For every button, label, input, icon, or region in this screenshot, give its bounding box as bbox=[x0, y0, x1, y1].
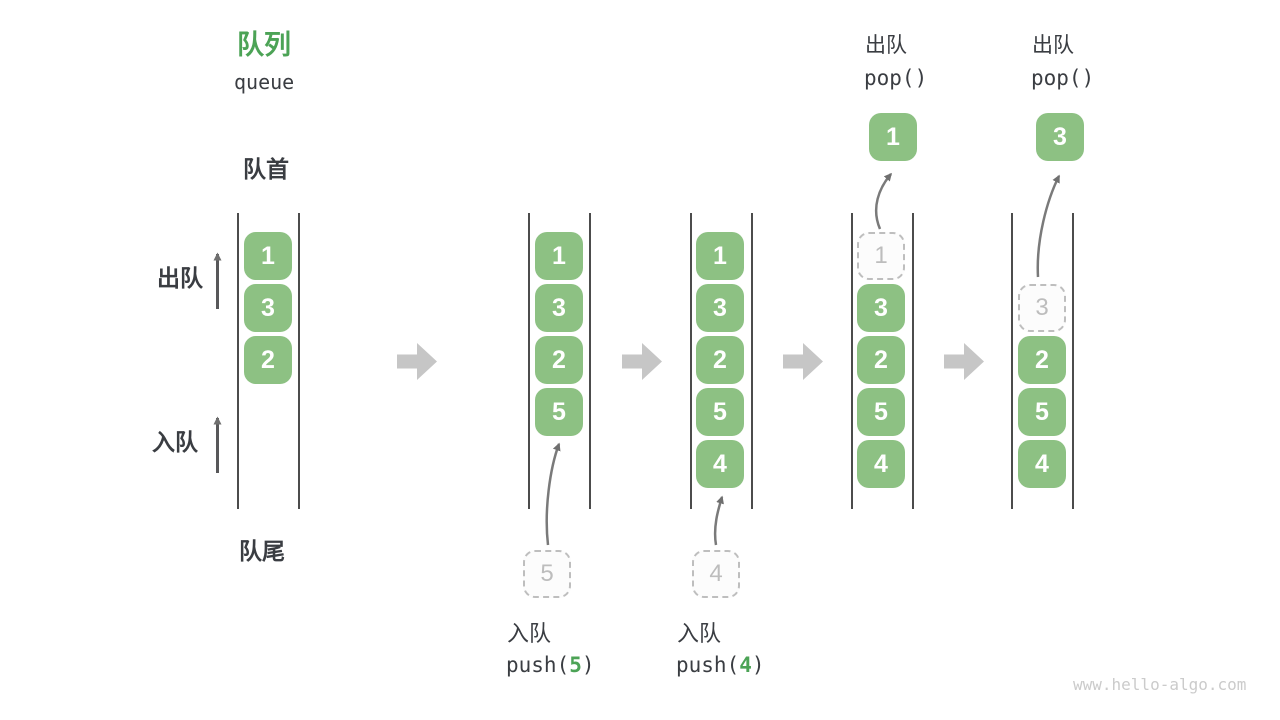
popped-cell: 3 bbox=[1036, 113, 1084, 161]
queue-rear-label: 队尾 bbox=[239, 538, 285, 564]
pop-op-label: 出队 bbox=[865, 34, 907, 57]
watermark: www.hello-algo.com bbox=[1073, 675, 1247, 694]
queue-rail bbox=[1072, 213, 1074, 509]
queue-cell: 2 bbox=[696, 336, 744, 384]
queue-cell: 3 bbox=[535, 284, 583, 332]
queue-rail bbox=[298, 213, 300, 509]
enqueue-arrow-icon bbox=[713, 495, 724, 546]
pop-arrow-icon bbox=[874, 172, 892, 230]
popped-cell: 1 bbox=[869, 113, 917, 161]
pop-op-code: pop() bbox=[1031, 66, 1095, 90]
step-arrow-icon bbox=[783, 343, 823, 380]
queue-front-label: 队首 bbox=[243, 156, 289, 182]
queue-cell: 4 bbox=[696, 440, 744, 488]
code-close: ) bbox=[751, 653, 765, 677]
queue-cell: 4 bbox=[1018, 440, 1066, 488]
queue-rail bbox=[1011, 213, 1013, 509]
queue-cell: 3 bbox=[244, 284, 292, 332]
incoming-ghost-cell: 5 bbox=[523, 550, 571, 598]
queue-rail bbox=[912, 213, 914, 509]
queue-cell: 4 bbox=[857, 440, 905, 488]
queue-cell: 1 bbox=[535, 232, 583, 280]
code-close: ) bbox=[581, 653, 595, 677]
push-op-label: 入队 bbox=[507, 621, 552, 646]
push-op-code: push(4) bbox=[676, 655, 765, 676]
page-subtitle: queue bbox=[234, 70, 295, 94]
code-fn: push( bbox=[676, 653, 740, 677]
queue-cell: 2 bbox=[1018, 336, 1066, 384]
code-arg: 4 bbox=[739, 653, 752, 677]
dequeue-side-label: 出队 bbox=[157, 265, 203, 291]
queue-rail bbox=[237, 213, 239, 509]
queue-cell: 2 bbox=[535, 336, 583, 384]
queue-cell: 5 bbox=[535, 388, 583, 436]
pop-arrow-icon bbox=[1036, 174, 1061, 278]
queue-cell: 5 bbox=[857, 388, 905, 436]
queue-cell: 3 bbox=[696, 284, 744, 332]
code-fn: push( bbox=[506, 653, 570, 677]
queue-rail bbox=[528, 213, 530, 509]
incoming-ghost-cell: 4 bbox=[692, 550, 740, 598]
ghost-cell: 3 bbox=[1018, 284, 1066, 332]
queue-cell: 1 bbox=[244, 232, 292, 280]
push-op-code: push(5) bbox=[506, 655, 595, 676]
queue-rail bbox=[690, 213, 692, 509]
step-arrow-icon bbox=[397, 343, 437, 380]
enqueue-side-label: 入队 bbox=[152, 429, 198, 455]
queue-cell: 2 bbox=[244, 336, 292, 384]
queue-rail bbox=[751, 213, 753, 509]
queue-cell: 5 bbox=[696, 388, 744, 436]
step-arrow-icon bbox=[944, 343, 984, 380]
pop-op-code: pop() bbox=[864, 66, 928, 90]
queue-rail bbox=[589, 213, 591, 509]
queue-cell: 3 bbox=[857, 284, 905, 332]
queue-rail bbox=[851, 213, 853, 509]
page-title: 队列 bbox=[237, 30, 291, 60]
ghost-cell: 1 bbox=[857, 232, 905, 280]
queue-cell: 1 bbox=[696, 232, 744, 280]
pop-op-label: 出队 bbox=[1032, 34, 1074, 57]
code-arg: 5 bbox=[569, 653, 582, 677]
queue-cell: 5 bbox=[1018, 388, 1066, 436]
push-op-label: 入队 bbox=[677, 621, 722, 646]
queue-cell: 2 bbox=[857, 336, 905, 384]
enqueue-arrow-icon bbox=[545, 442, 561, 546]
step-arrow-icon bbox=[622, 343, 662, 380]
